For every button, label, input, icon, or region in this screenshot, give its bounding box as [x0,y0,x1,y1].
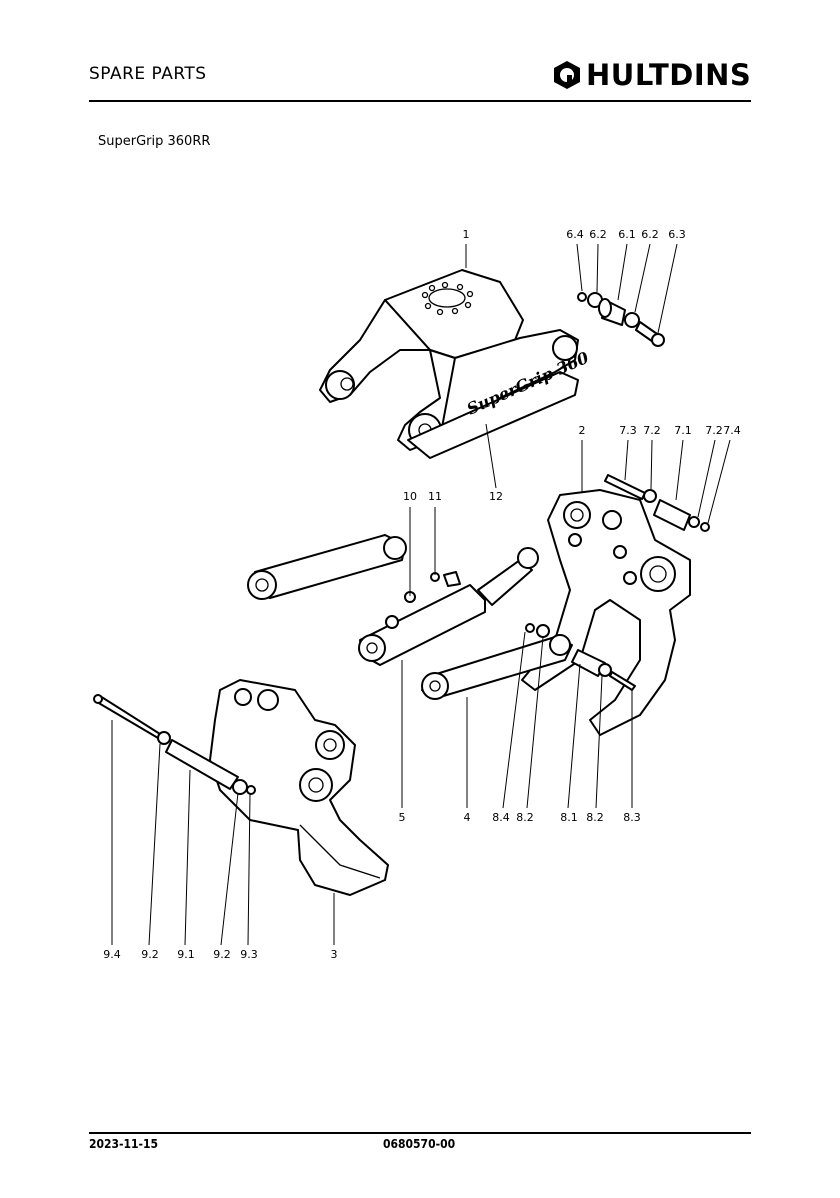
callout-9-1: 9.1 [177,948,195,961]
callout-7-2: 7.2 [643,424,661,437]
part-2-grapple-arm [521,489,691,736]
callout-8-2: 8.2 [586,811,604,824]
callout-7-4: 7.4 [723,424,741,437]
part-7-pin-set [604,474,710,532]
callout-6-2: 6.2 [641,228,659,241]
brand-logo: HULTDINS [552,58,751,92]
footer-rule [89,1132,751,1134]
callout-7-2: 7.2 [705,424,723,437]
header-rule [89,100,751,102]
callout-7-3: 7.3 [619,424,637,437]
page-title: SPARE PARTS [89,64,207,84]
callout-10: 10 [403,490,417,503]
callout-9-4: 9.4 [103,948,121,961]
callout-6-4: 6.4 [566,228,584,241]
callout-6-3: 6.3 [668,228,686,241]
callout-8-1: 8.1 [560,811,578,824]
part-9-pin-set [93,694,256,795]
callout-9-2: 9.2 [213,948,231,961]
callout-7-1: 7.1 [674,424,692,437]
callout-3: 3 [331,948,338,961]
callout-8-3: 8.3 [623,811,641,824]
part-4-link-arm [247,534,573,700]
callout-6-2: 6.2 [589,228,607,241]
callout-12: 12 [489,490,503,503]
part-1-bracket: SuperGrip 360 [319,269,592,459]
product-name: SuperGrip 360RR [98,134,211,149]
footer-doc-number: 0680570-00 [383,1137,456,1151]
part-8-pin-set [525,623,636,691]
footer-date: 2023-11-15 [89,1137,159,1151]
callout-6-1: 6.1 [618,228,636,241]
brand-name: HULTDINS [586,58,752,92]
part-3-grapple-arm [209,679,389,896]
callout-8-2: 8.2 [516,811,534,824]
callout-5: 5 [399,811,406,824]
part-6-pin-set [577,292,665,347]
callout-4: 4 [464,811,471,824]
part-5-hydraulic-cylinder [358,547,539,666]
callout-11: 11 [428,490,442,503]
hultdins-logo-icon [554,61,580,89]
callout-9-2: 9.2 [141,948,159,961]
callout-labels: 1 6.4 6.2 6.1 6.2 6.3 12 2 7.3 7.2 7.1 7… [103,228,741,961]
callout-2: 2 [579,424,586,437]
leader-lines [111,243,731,946]
callout-9-3: 9.3 [240,948,258,961]
callout-8-4: 8.4 [492,811,510,824]
callout-1: 1 [463,228,470,241]
